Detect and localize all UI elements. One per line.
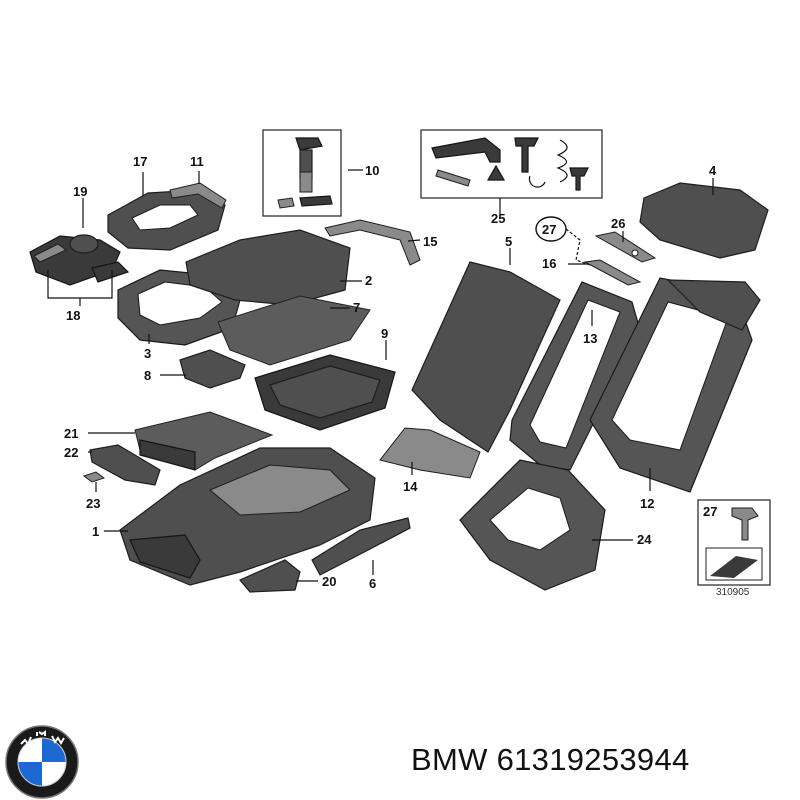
part-21-bin	[134, 411, 274, 471]
box-10-latch-kit	[262, 129, 342, 217]
callout-3: 3	[144, 346, 151, 361]
callout-17: 17	[133, 154, 147, 169]
callout-10: 10	[365, 163, 379, 178]
callout-8: 8	[144, 368, 151, 383]
part-19-controller	[29, 234, 130, 286]
part-4-pad	[639, 182, 769, 259]
part-12-frame	[589, 277, 761, 493]
part-9-tray	[254, 354, 396, 431]
leader-lines	[47, 169, 714, 582]
part-8-bracket	[179, 349, 246, 389]
callout-11: 11	[190, 154, 204, 169]
part-17-bezel	[107, 189, 226, 251]
circle-27	[535, 216, 591, 266]
callout-6: 6	[369, 576, 376, 591]
callout-12: 12	[640, 496, 654, 511]
callout-23: 23	[86, 496, 100, 511]
callout-27-box: 27	[703, 504, 717, 519]
box-25-hardware-kit	[420, 129, 603, 199]
callout-15: 15	[423, 234, 437, 249]
bmw-logo-icon	[5, 725, 79, 799]
callout-1: 1	[92, 524, 99, 539]
callout-13: 13	[583, 331, 597, 346]
callout-24: 24	[637, 532, 652, 547]
part-23-clip	[82, 471, 106, 483]
box-27-screw	[697, 499, 771, 586]
callout-4: 4	[709, 163, 717, 178]
callout-20: 20	[322, 574, 336, 589]
part-5-panel	[411, 261, 561, 453]
callout-16: 16	[542, 256, 556, 271]
callout-26: 26	[611, 216, 625, 231]
callout-21: 21	[64, 426, 78, 441]
brand-name: BMW	[411, 742, 488, 777]
callout-5: 5	[505, 234, 512, 249]
callout-9: 9	[381, 326, 388, 341]
callout-14: 14	[403, 479, 418, 494]
brand-part-number: BMW 61319253944	[411, 742, 690, 778]
part-15-handle	[324, 219, 421, 266]
reference-number: 310905	[716, 587, 750, 598]
part-7-mesh	[217, 295, 371, 366]
part-16-strip	[583, 259, 642, 286]
part-1-base	[119, 447, 376, 586]
part-11-trim	[169, 182, 227, 209]
callout-labels: 17 11 19 10 25 4 27 26 15 5 16 2 18 7 9 …	[64, 154, 750, 598]
part-24-mount	[459, 459, 606, 591]
callout-27-circle: 27	[542, 222, 556, 237]
callout-22: 22	[64, 445, 78, 460]
part-6-strip	[311, 517, 411, 576]
callout-2: 2	[365, 273, 372, 288]
part-26-latch	[594, 231, 657, 263]
part-2-lid	[185, 229, 351, 306]
callout-7: 7	[353, 300, 360, 315]
part-14-bracket	[379, 427, 481, 479]
callout-18: 18	[66, 308, 80, 323]
callout-19: 19	[73, 184, 87, 199]
part-22-cover	[89, 444, 161, 486]
part-number: 61319253944	[496, 742, 690, 777]
callout-25: 25	[491, 211, 505, 226]
